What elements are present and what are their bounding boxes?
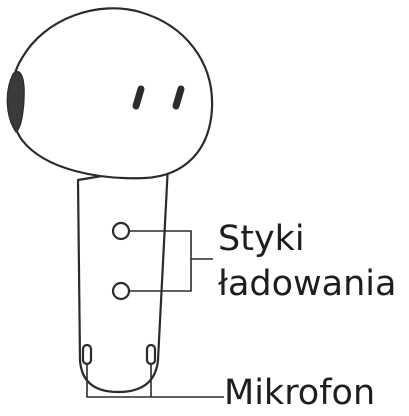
charging-contact [111, 281, 131, 301]
vent-slot [172, 85, 185, 110]
microphone-slot [81, 343, 93, 366]
earbud-stem [76, 163, 170, 394]
charging-contact [111, 221, 131, 241]
vent-slot [132, 85, 145, 110]
charging-contacts-label-line2: ładowania [218, 264, 397, 304]
speaker-grille [6, 71, 25, 133]
microphone-slot [145, 343, 157, 366]
charging-contacts-label-line1: Styki [218, 219, 305, 259]
microphone-leader-line [86, 364, 224, 398]
contacts-leader-line [129, 230, 213, 292]
microphone-label: Mikrofon [224, 373, 376, 413]
earbud-head [9, 7, 214, 180]
